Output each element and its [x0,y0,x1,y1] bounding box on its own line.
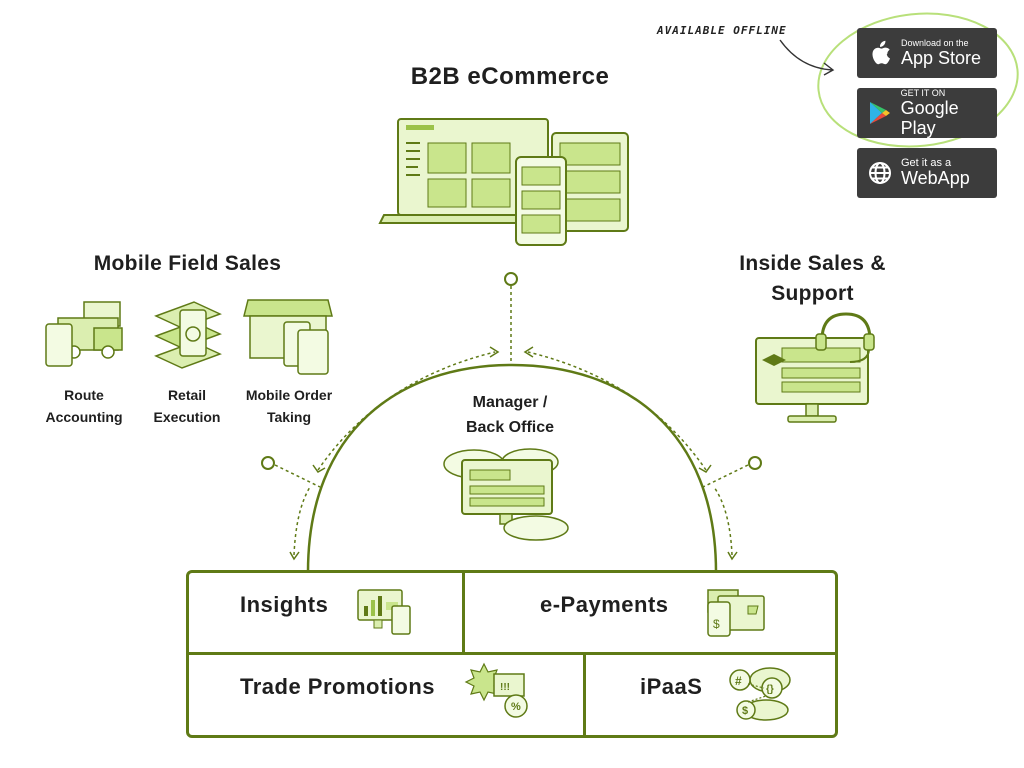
webapp-big: WebApp [901,168,970,188]
google-play-big: Google Play [900,98,959,138]
svg-text:$: $ [742,705,748,717]
webapp-small: Get it as a [901,157,952,169]
back-office-illustration [443,448,569,541]
node-right [748,456,762,470]
field-sales-illustrations [45,299,333,375]
apple-icon [867,40,893,66]
app-store-small: Download on the [901,38,969,48]
webapp-button[interactable]: Get it as a WebApp [857,148,997,198]
e-payments-icon: $ [707,589,765,637]
app-store-button[interactable]: Download on the App Store [857,28,997,78]
svg-text:!!!: !!! [500,682,510,693]
google-play-small: GET IT ON [900,88,946,98]
platform-arc [306,363,718,573]
svg-text:#: # [735,674,742,688]
svg-text:%: % [511,701,521,713]
store-front-icon [243,299,333,375]
offline-highlight-circle [817,12,1019,148]
ipaas-icon: # {} $ [729,667,791,721]
trade-promotions-module: Trade Promotions [240,674,435,700]
devices-illustration [378,118,629,246]
globe-icon [867,160,893,186]
node-top [504,272,518,286]
e-payments-label: e-Payments [540,592,669,617]
google-play-button[interactable]: GET IT ON Google Play [857,88,997,138]
support-monitor-illustration [755,312,875,423]
svg-text:{}: {} [766,684,774,695]
insights-icon [357,589,411,635]
route-truck-icon [45,301,123,367]
ipaas-module: iPaaS [640,674,702,700]
ipaas-label: iPaaS [640,674,703,699]
mobile-field-sales-title: Mobile Field Sales [93,252,282,275]
e-payments-module: e-Payments [540,592,669,618]
trade-promotions-label: Trade Promotions [240,674,436,699]
google-play-icon [867,100,893,126]
retail-shelf-icon [154,301,222,369]
offline-arrow [779,39,833,71]
insights-module: Insights [240,592,328,618]
insights-label: Insights [240,592,329,617]
b2b-ecommerce-title: B2B eCommerce [410,63,610,90]
trade-promotions-icon: !!! % [464,662,528,718]
modules-col-divider-bottom [583,653,586,738]
modules-col-divider-top [462,570,465,654]
available-offline-note: Available offline [657,24,787,37]
svg-text:$: $ [713,617,720,631]
node-left [261,456,275,470]
modules-row-divider [186,652,838,655]
inside-sales-title: Inside Sales &Support [739,252,886,305]
app-store-big: App Store [901,48,982,68]
manager-back-office-label: Manager /Back Office [465,394,555,436]
